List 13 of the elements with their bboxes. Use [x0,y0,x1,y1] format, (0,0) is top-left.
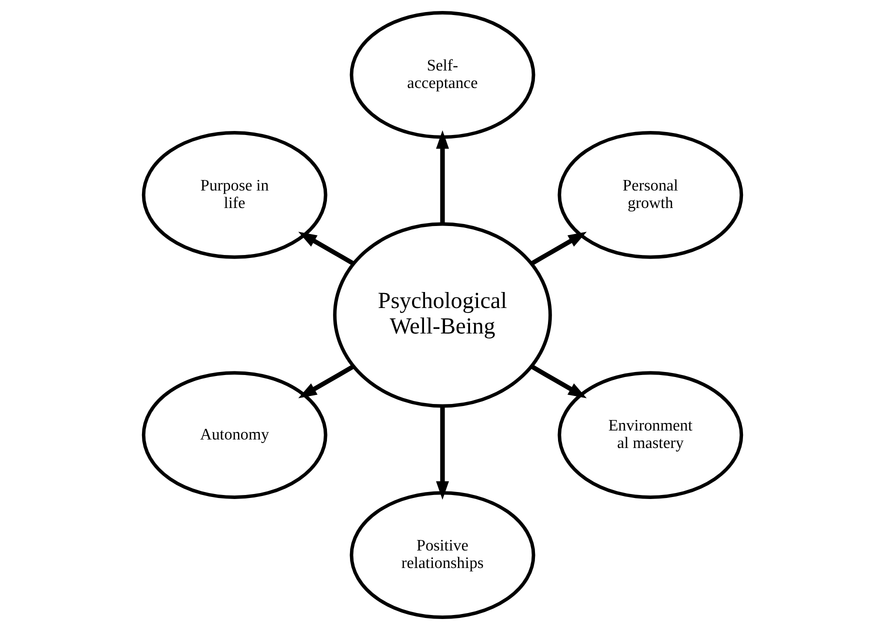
arrow [298,364,355,398]
arrow [530,364,587,398]
node-ellipse: Environment al mastery [558,371,744,499]
arrow [530,232,587,266]
node-ellipse: Positive relationships [350,491,536,619]
node-ellipse: Autonomy [142,371,328,499]
node-ellipse: Personal growth [558,131,744,259]
node-ellipse: Self- acceptance [350,11,536,139]
node-ellipse: Psychological Well-Being [333,222,552,408]
arrow [436,406,449,500]
node-ellipse: Purpose in life [142,131,328,259]
arrow [436,130,449,224]
arrow [298,232,355,266]
